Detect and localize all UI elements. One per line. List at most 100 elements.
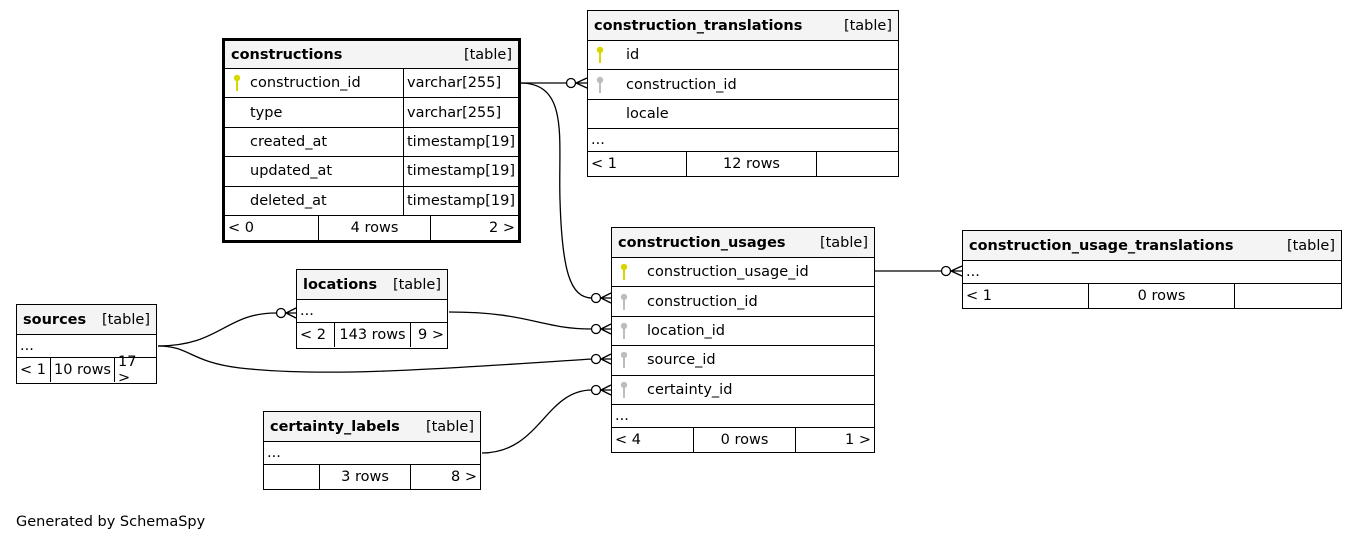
edge-marker-crowfoot [950,265,963,277]
table-header: sources [table] [17,305,156,335]
table-name: construction_usage_translations [969,237,1234,254]
edge-sources-locations [157,312,277,347]
row-count: 12 rows [686,152,816,177]
table-footer: < 1 12 rows [588,152,898,177]
table-tag: [table] [843,17,892,34]
table-name: constructions [231,46,343,63]
table-header: certainty_labels [table] [264,412,480,442]
table-construction-translations[interactable]: construction_translations [table] id con… [587,10,899,177]
column-row: source_id [612,346,874,376]
edge-marker-crowfoot [600,384,612,396]
table-construction-usage-translations[interactable]: construction_usage_translations [table] … [962,230,1342,309]
table-footer: < 2 143 rows 9 > [297,323,447,347]
table-construction-usages[interactable]: construction_usages [table] construction… [611,227,875,453]
column-type: timestamp[19] [403,157,518,186]
column-name: updated_at [250,163,333,180]
column-name: locale [626,105,669,122]
children-link[interactable] [1234,284,1341,308]
primary-key-icon [588,46,612,64]
table-constructions[interactable]: constructions [table] construction_id va… [222,38,521,243]
table-locations[interactable]: locations [table] ... < 2 143 rows 9 > [296,269,448,349]
children-link[interactable] [816,152,898,177]
edge-marker-circle [940,265,952,277]
generated-by-label: Generated by SchemaSpy [16,514,206,530]
more-columns: ... [297,300,447,323]
edge-marker-circle [590,323,602,335]
column-type: timestamp[19] [403,127,518,157]
table-name: construction_translations [594,17,803,34]
more-columns: ... [612,405,874,428]
parents-link[interactable]: < 1 [966,288,992,304]
column-row: locale [588,100,898,130]
table-footer: < 4 0 rows 1 > [612,427,874,452]
row-count: 3 rows [319,465,410,489]
column-name: certainty_id [647,381,733,398]
column-type: varchar[255] [403,69,518,98]
more-columns: ... [17,335,156,358]
table-name: construction_usages [618,234,786,251]
column-row: construction_id [612,287,874,317]
edge-marker-circle [590,353,602,365]
column-row: created_at timestamp[19] [225,127,518,158]
table-footer: < 1 0 rows [963,284,1341,308]
more-columns: ... [588,129,898,153]
table-certainty-labels[interactable]: certainty_labels [table] ... 3 rows 8 > [263,411,481,490]
primary-key-icon [225,74,249,92]
column-row: certainty_id [612,376,874,405]
row-count: 143 rows [334,323,410,347]
parents-link[interactable]: < 4 [615,431,641,448]
more-columns: ... [264,442,480,465]
table-tag: [table] [463,46,512,63]
foreign-key-icon [612,322,636,340]
primary-key-icon [612,263,636,281]
table-sources[interactable]: sources [table] ... < 1 10 rows 17 > [16,304,157,386]
table-footer: < 1 10 rows 17 > [17,354,156,386]
edge-marker-circle [275,307,287,319]
foreign-key-icon [612,351,636,369]
table-footer: < 0 4 rows 2 > [225,215,518,240]
column-row: deleted_at timestamp[19] [225,186,518,216]
children-link[interactable]: 17 > [114,354,156,386]
column-row: updated_at timestamp[19] [225,157,518,187]
parents-link[interactable] [264,465,319,489]
table-name: certainty_labels [270,418,400,435]
row-count: 0 rows [1088,284,1234,308]
edge-marker-crowfoot [600,323,612,335]
table-header: construction_usages [table] [612,228,874,258]
edge-marker-circle [565,77,577,89]
column-name: construction_id [250,75,361,92]
column-name: construction_id [626,76,737,93]
children-link[interactable]: 9 > [410,323,447,347]
table-tag: [table] [819,234,868,251]
edge-constructions-usages [519,82,593,299]
column-row: type varchar[255] [225,98,518,128]
table-header: locations [table] [297,270,447,300]
column-name: deleted_at [250,192,327,209]
parents-link[interactable]: < 0 [228,219,254,236]
parents-link[interactable]: < 1 [20,362,46,378]
edge-locations-usages [448,311,593,330]
row-count: 4 rows [318,215,430,240]
column-name: type [250,104,283,121]
edge-marker-circle [590,292,602,304]
parents-link[interactable]: < 2 [300,327,326,343]
column-row: construction_id [588,70,898,100]
children-link[interactable]: 1 > [795,427,874,452]
row-count: 10 rows [50,358,114,382]
column-row: construction_id varchar[255] [225,69,518,99]
column-name: id [626,47,640,64]
table-header: construction_usage_translations [table] [963,231,1341,261]
table-tag: [table] [101,311,150,328]
table-footer: 3 rows 8 > [264,465,480,489]
column-row: id [588,41,898,71]
parents-link[interactable]: < 1 [591,156,617,173]
children-link[interactable]: 8 > [410,465,480,489]
column-name: location_id [647,322,726,339]
foreign-key-icon [612,381,636,399]
row-count: 0 rows [693,427,795,452]
children-link[interactable]: 2 > [430,215,518,240]
table-name: locations [303,276,378,293]
edge-marker-crowfoot [285,307,297,319]
column-name: construction_id [647,293,758,310]
